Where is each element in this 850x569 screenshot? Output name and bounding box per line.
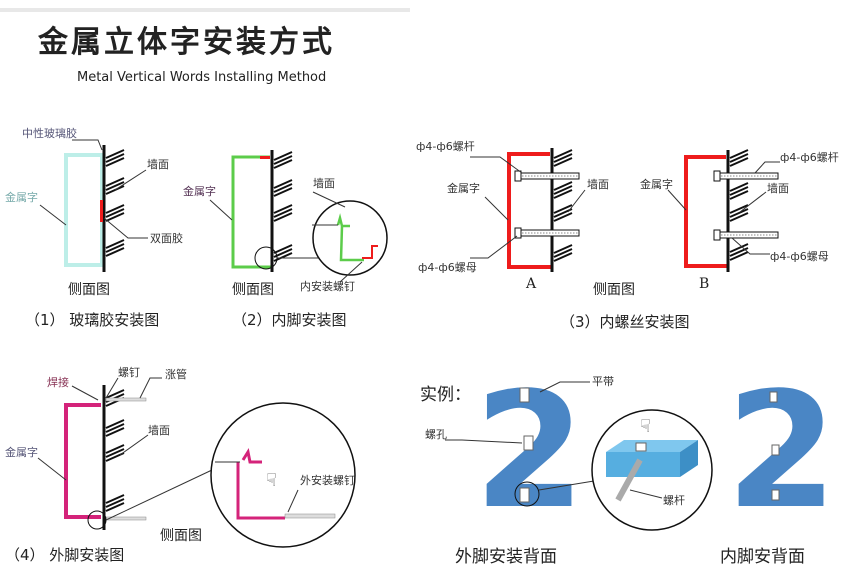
variant-b-label: B — [699, 276, 709, 292]
caption-outer-foot-install: （4） 外脚安装图 — [5, 546, 124, 564]
label-metal-letter: 金属字 — [5, 190, 38, 204]
label-metal-letter: 金属字 — [447, 181, 480, 195]
label-metal-letter: 金属字 — [640, 177, 673, 191]
side-view-label: 侧面图 — [593, 282, 635, 298]
bolt-icon — [713, 170, 779, 182]
label-nut: ф4-ф6螺母 — [418, 261, 477, 274]
label-screw-hole: 螺孔 — [425, 428, 447, 441]
label-metal-letter: 金属字 — [5, 445, 38, 459]
metal-letter-profile — [64, 403, 101, 519]
pointing-hand-icon: ☟ — [266, 470, 277, 491]
label-double-sided-tape: 双面胶 — [150, 231, 183, 245]
label-rod: ф4-ф6螺杆 — [416, 139, 475, 153]
example-section: 实例： 2 2 ☟ 平带 螺孔 螺杆 外脚安装背面 内脚安背面 — [420, 357, 837, 567]
caption-inner-screw-install: （3）内螺丝安装图 — [560, 313, 690, 331]
label-neutral-glass-glue: 中性玻璃胶 — [22, 126, 77, 140]
label-flat-strip: 平带 — [592, 375, 614, 388]
variant-a-label: A — [525, 276, 537, 292]
label-inner-screw: 内安装螺钉 — [300, 279, 355, 293]
bolt-icon — [514, 170, 580, 182]
detail-zoom-circle — [312, 200, 388, 276]
label-wall: 墙面 — [767, 181, 789, 195]
side-view-label: 侧面图 — [232, 282, 274, 298]
caption-inner-foot-install: （2）内脚安装图 — [232, 311, 347, 329]
metal-letter-profile — [507, 152, 552, 269]
label-screw-rod: 螺杆 — [663, 493, 685, 507]
label-rod: ф4-ф6螺杆 — [780, 150, 839, 164]
metal-letter-profile — [64, 153, 104, 267]
page-title: 金属立体字安装方式 — [37, 25, 335, 60]
sample-digit-inner: 2 — [726, 357, 837, 544]
caption-glue-install: （1） 玻璃胶安装图 — [25, 311, 159, 329]
double-sided-tape — [100, 200, 103, 222]
caption-inner-back: 内脚安背面 — [720, 547, 805, 567]
label-weld: 焊接 — [47, 375, 69, 389]
metal-letter-profile — [684, 155, 728, 268]
label-metal-letter: 金属字 — [183, 184, 216, 198]
label-nut: ф4-ф6螺母 — [770, 250, 829, 263]
label-wall: 墙面 — [313, 176, 335, 190]
header-band — [0, 8, 410, 12]
bolt-icon — [514, 227, 580, 239]
label-wall: 墙面 — [148, 423, 170, 437]
label-expansion-tube: 涨管 — [165, 367, 187, 381]
detail-zoom-circle — [210, 402, 356, 548]
label-screw: 螺钉 — [118, 366, 140, 379]
side-view-label: 侧面图 — [160, 528, 202, 544]
metal-letter-profile — [231, 155, 272, 269]
bolt-icon — [713, 229, 779, 241]
label-wall: 墙面 — [147, 157, 169, 171]
glue-install-diagram: 中性玻璃胶 金属字 墙面 双面胶 侧面图 （1） 玻璃胶安装图 — [5, 126, 183, 329]
example-title: 实例： — [420, 385, 471, 405]
caption-outer-back: 外脚安装背面 — [455, 547, 557, 567]
inner-screw-install-b: ф4-ф6螺杆 金属字 墙面 ф4-ф6螺母 B — [640, 149, 839, 292]
inner-foot-install-diagram: 金属字 墙面 内安装螺钉 侧面图 （2）内脚安装图 — [183, 150, 388, 329]
label-wall: 墙面 — [587, 177, 609, 191]
inner-screw-install-a: ф4-ф6螺杆 金属字 墙面 ф4-ф6螺母 A — [416, 139, 609, 292]
outer-foot-install-diagram: ☟ 焊接 螺钉 涨管 金属字 墙面 外安装螺钉 侧面图 （4） 外脚安装图 — [5, 366, 356, 564]
label-outer-screw: 外安装螺钉 — [300, 473, 355, 487]
pointing-hand-icon: ☟ — [640, 416, 651, 437]
page-subtitle: Metal Vertical Words Installing Method — [77, 70, 326, 85]
side-view-label: 侧面图 — [68, 282, 110, 298]
